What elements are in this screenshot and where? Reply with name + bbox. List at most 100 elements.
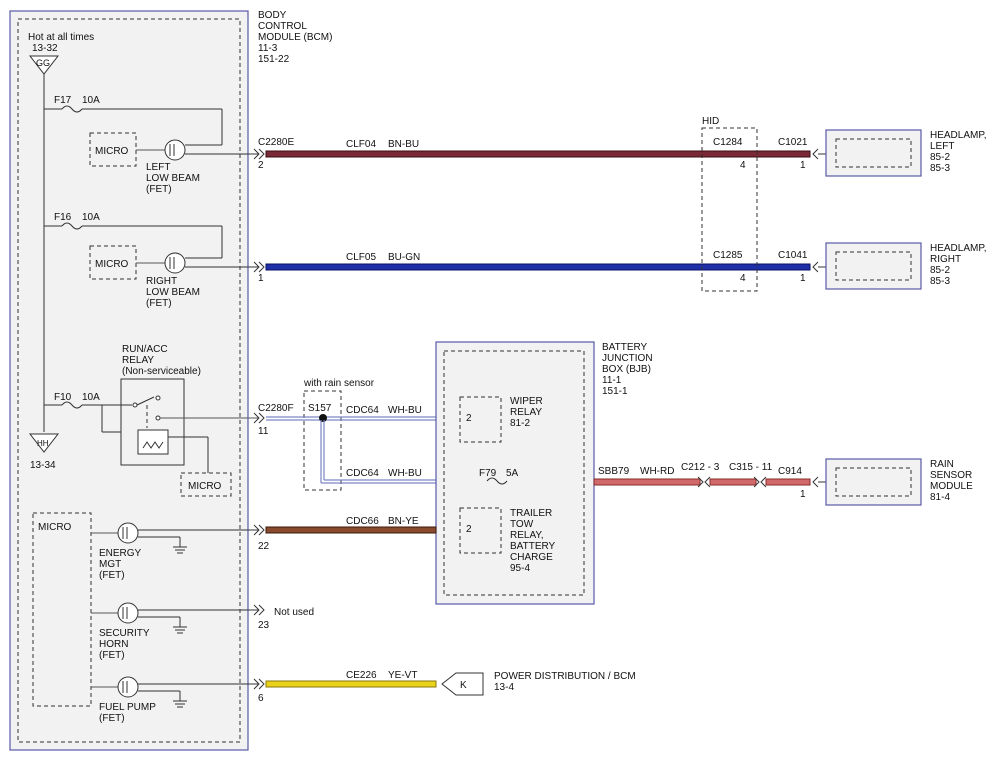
svg-text:1: 1 (800, 489, 806, 500)
svg-text:C1041: C1041 (778, 250, 808, 261)
svg-text:BU-GN: BU-GN (388, 252, 420, 263)
svg-text:FUEL PUMP: FUEL PUMP (99, 702, 156, 713)
fet-left-label-1: LEFT (146, 162, 170, 173)
svg-text:23: 23 (258, 620, 270, 631)
svg-text:11: 11 (258, 426, 269, 437)
svg-text:1: 1 (800, 273, 806, 284)
svg-text:HORN: HORN (99, 639, 128, 650)
hot-ref: 13-32 (32, 43, 58, 54)
fuse-f16-amp: 10A (82, 212, 100, 223)
svg-text:85-3: 85-3 (930, 163, 950, 174)
svg-text:11-3: 11-3 (258, 43, 278, 54)
trailer-relay-box (459, 507, 502, 554)
svg-text:1: 1 (258, 273, 264, 284)
power-distribution-k-icon: K (441, 672, 484, 696)
svg-text:WH-BU: WH-BU (388, 405, 422, 416)
svg-text:BODY: BODY (258, 10, 287, 21)
headlamp-left-label: HEADLAMP, LEFT 85-2 85-3 (930, 130, 987, 174)
rain-sensor-module-label: RAIN SENSOR MODULE 81-4 (930, 459, 973, 503)
svg-text:HEADLAMP,: HEADLAMP, (930, 130, 987, 141)
svg-text:5A: 5A (506, 468, 519, 479)
svg-text:C1021: C1021 (778, 137, 808, 148)
svg-text:MODULE (BCM): MODULE (BCM) (258, 32, 332, 43)
svg-text:CE226: CE226 (346, 670, 377, 681)
micro-box-4 (32, 512, 92, 707)
svg-text:CDC64: CDC64 (346, 468, 379, 479)
svg-text:GG: GG (36, 58, 50, 68)
ground-hh-ref: 13-34 (30, 460, 56, 471)
svg-text:4: 4 (740, 160, 746, 171)
svg-text:81-4: 81-4 (930, 492, 950, 503)
svg-text:MICRO: MICRO (38, 522, 72, 533)
svg-text:RAIN: RAIN (930, 459, 954, 470)
wiper-relay-label: WIPER RELAY 81-2 (510, 396, 543, 429)
fuse-f79-icon (486, 477, 508, 485)
svg-text:C212 - 3: C212 - 3 (681, 462, 720, 473)
svg-text:85-2: 85-2 (930, 265, 950, 276)
wire-ce226 (265, 680, 437, 688)
fuse-f16-icon (61, 222, 83, 230)
relay-switch-icon (121, 395, 161, 428)
svg-text:BATTERY: BATTERY (510, 541, 556, 552)
svg-text:(Non-serviceable): (Non-serviceable) (122, 366, 201, 377)
connector-c2280f: C2280F (258, 403, 294, 414)
svg-text:CONTROL: CONTROL (258, 21, 307, 32)
fet-right-low-beam-icon (164, 252, 186, 274)
svg-text:SENSOR: SENSOR (930, 470, 972, 481)
svg-text:MICRO: MICRO (95, 146, 129, 157)
svg-text:SBB79: SBB79 (598, 466, 630, 477)
svg-text:22: 22 (258, 541, 270, 552)
svg-text:2: 2 (466, 413, 472, 424)
svg-text:(FET): (FET) (99, 570, 125, 581)
svg-text:WH-RD: WH-RD (640, 466, 674, 477)
svg-text:C1285: C1285 (713, 250, 743, 261)
fuse-f17-label: F17 (54, 95, 72, 106)
fet-security-horn-icon (117, 602, 139, 624)
svg-text:MODULE: MODULE (930, 481, 973, 492)
svg-text:95-4: 95-4 (510, 563, 530, 574)
wire-cdc66 (265, 526, 437, 534)
fuse-f10-label: F10 (54, 392, 72, 403)
svg-text:MICRO: MICRO (188, 481, 222, 492)
fet-left-label-2: LOW BEAM (146, 173, 200, 184)
svg-text:CLF04: CLF04 (346, 139, 376, 150)
svg-text:RIGHT: RIGHT (930, 254, 961, 265)
svg-text:151-1: 151-1 (602, 386, 628, 397)
svg-text:4: 4 (740, 273, 746, 284)
svg-text:(FET): (FET) (99, 713, 125, 724)
svg-text:MGT: MGT (99, 559, 121, 570)
relay-coil-icon (137, 429, 208, 455)
wire-clf04 (265, 150, 811, 158)
splice-dot (319, 414, 327, 422)
micro-box-3 (180, 472, 232, 497)
svg-text:K: K (460, 680, 467, 691)
svg-text:151-22: 151-22 (258, 54, 290, 65)
bjb-label: BATTERY JUNCTION BOX (BJB) 11-1 151-1 (602, 342, 653, 397)
svg-text:CHARGE: CHARGE (510, 552, 553, 563)
svg-text:SECURITY: SECURITY (99, 628, 150, 639)
svg-text:2: 2 (466, 524, 472, 535)
svg-text:C1284: C1284 (713, 137, 743, 148)
svg-text:WIPER: WIPER (510, 396, 543, 407)
svg-text:TOW: TOW (510, 519, 534, 530)
trailer-relay-label: TRAILER TOW RELAY, BATTERY CHARGE 95-4 (510, 508, 556, 574)
svg-text:11-1: 11-1 (602, 375, 622, 386)
micro-box-2 (89, 245, 137, 280)
fuse-f17-icon (61, 105, 83, 113)
svg-text:2: 2 (258, 160, 264, 171)
svg-text:MICRO: MICRO (95, 259, 129, 270)
fet-left-label-3: (FET) (146, 184, 172, 195)
svg-text:RUN/ACC: RUN/ACC (122, 344, 168, 355)
bjb-box (435, 341, 595, 605)
fet-fuel-pump-icon (117, 676, 139, 698)
not-used-label: Not used (274, 607, 314, 618)
wiper-relay-box (459, 396, 502, 443)
svg-text:HH: HH (37, 439, 49, 448)
fet-right-label-1: RIGHT (146, 276, 177, 287)
svg-text:6: 6 (258, 693, 264, 704)
hot-label: Hot at all times (28, 32, 94, 43)
svg-text:YE-VT: YE-VT (388, 670, 417, 681)
rain-sensor-module-box (825, 458, 922, 506)
svg-text:CLF05: CLF05 (346, 252, 376, 263)
svg-text:TRAILER: TRAILER (510, 508, 552, 519)
